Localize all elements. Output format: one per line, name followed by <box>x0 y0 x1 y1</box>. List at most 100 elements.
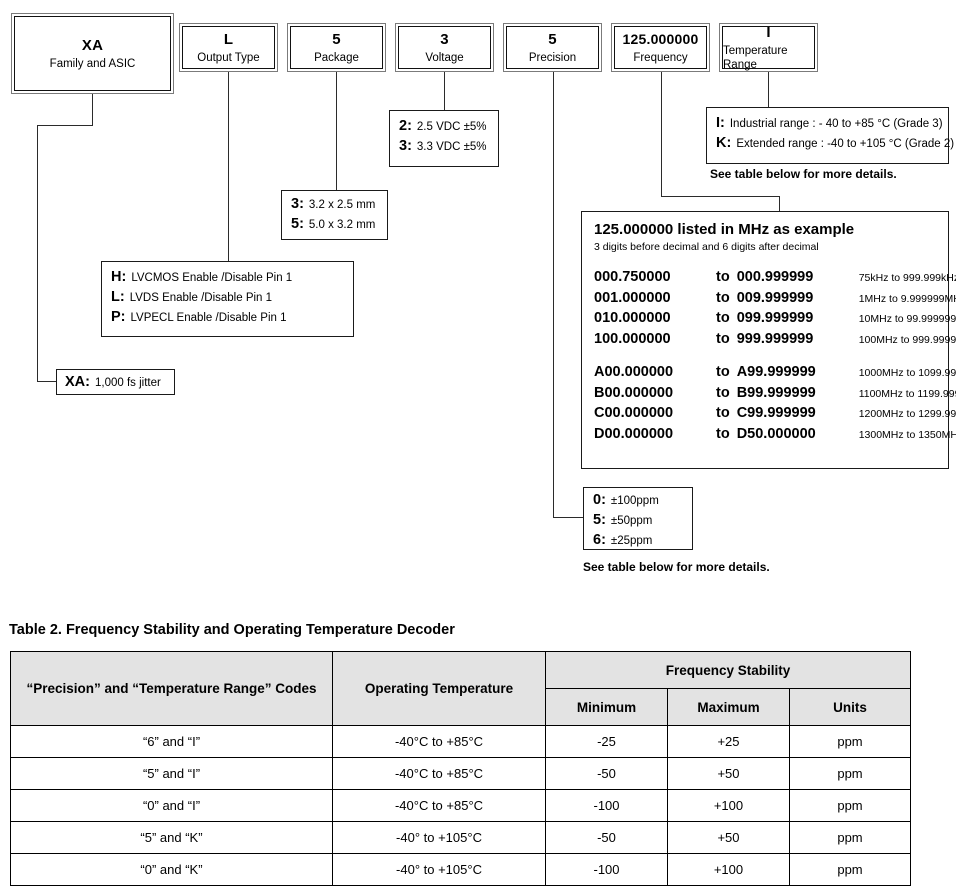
frequency-range-from: D00.000000 <box>594 425 674 442</box>
frequency-range-note: 75kHz to 999.999kHz <box>858 272 956 284</box>
callout-output-type-key: L: <box>111 289 125 305</box>
frequency-range-to: A99.999999 <box>736 364 816 380</box>
frequency-range-to-word: to <box>716 384 730 401</box>
table-cell-temperature: -40° to +105°C <box>332 821 546 854</box>
frequency-range-note: 10MHz to 99.999999MHz <box>858 313 956 325</box>
table-cell-maximum: +50 <box>667 821 790 854</box>
frequency-range-to-word: to <box>716 425 730 442</box>
callout-family-key: XA: <box>65 374 90 390</box>
code-box-package-label: Package <box>314 51 359 64</box>
callout-output-type-row: L: LVDS Enable /Disable Pin 1 <box>111 288 344 308</box>
table-header-frequency-stability: Frequency Stability <box>545 651 911 689</box>
frequency-range-note: 1000MHz to 1099.999MHz <box>858 367 956 379</box>
code-box-output-type-label: Output Type <box>197 51 260 64</box>
callout-voltage-value: 3.3 VDC ±5% <box>416 141 487 153</box>
callout-output-type-row: P: LVPECL Enable /Disable Pin 1 <box>111 308 344 328</box>
callout-family: XA: 1,000 fs jitter <box>56 369 175 395</box>
callout-temperature-row: K: Extended range : -40 to +105 °C (Grad… <box>716 134 954 154</box>
callout-voltage: 2: 2.5 VDC ±5% 3: 3.3 VDC ±5% <box>389 110 499 167</box>
code-box-temperature-range-label: Temperature Range <box>723 44 788 71</box>
table-cell-units: ppm <box>789 821 911 854</box>
callout-precision-row: 0: ±100ppm <box>593 491 683 511</box>
code-box-output-type-code: L <box>223 30 234 48</box>
callout-package-key: 5: <box>291 216 304 232</box>
table-header-row-2: Minimum Maximum Units <box>11 688 911 726</box>
callout-precision-value: ±50ppm <box>610 515 653 527</box>
callout-output-type-value: LVPECL Enable /Disable Pin 1 <box>130 312 287 324</box>
code-box-precision-code: 5 <box>548 30 557 48</box>
callout-package-value: 3.2 x 2.5 mm <box>308 199 376 211</box>
callout-voltage-key: 2: <box>399 118 412 134</box>
table-row: “5” and “I” -40°C to +85°C -50 +50 ppm <box>10 757 911 790</box>
table-cell-codes: “6” and “I” <box>10 725 333 758</box>
frequency-range-row: 010.000000 to 099.999999 10MHz to 99.999… <box>594 309 956 330</box>
table-cell-temperature: -40° to +105°C <box>332 853 546 886</box>
callout-output-type-row: H: LVCMOS Enable /Disable Pin 1 <box>111 268 344 288</box>
callout-output-type-key: H: <box>111 269 127 285</box>
frequency-range-note: 1200MHz to 1299.999MHz <box>858 408 956 420</box>
code-box-precision-label: Precision <box>528 51 577 64</box>
code-box-package-code: 5 <box>332 30 341 48</box>
frequency-range-to-word: to <box>716 405 730 421</box>
table-cell-minimum: -100 <box>545 853 668 886</box>
frequency-range-row: 100.000000 to 999.999999 100MHz to 999.9… <box>594 330 956 351</box>
connector-family-h2 <box>37 381 57 383</box>
callout-frequency-title: 125.000000 listed in MHz as example <box>594 221 855 238</box>
table-cell-codes: “5” and “K” <box>10 821 333 854</box>
note-temperature-see-table: See table below for more details. <box>710 167 897 181</box>
table-cell-minimum: -100 <box>545 789 668 822</box>
frequency-range-from: 001.000000 <box>594 289 671 306</box>
frequency-range-to: C99.999999 <box>736 405 816 421</box>
frequency-range-to: 099.999999 <box>736 310 814 326</box>
callout-package-row: 3: 3.2 x 2.5 mm <box>291 195 378 215</box>
connector-family-h1 <box>37 125 93 127</box>
table-header-codes: “Precision” and “Temperature Range” Code… <box>10 651 333 726</box>
frequency-range-from: 100.000000 <box>594 330 671 347</box>
callout-precision-key: 5: <box>593 512 606 528</box>
table-row: “0” and “I” -40°C to +85°C -100 +100 ppm <box>10 789 911 822</box>
callout-precision-value: ±25ppm <box>610 535 653 547</box>
table-title: Table 2. Frequency Stability and Operati… <box>9 622 455 638</box>
callout-precision-key: 0: <box>593 492 606 508</box>
frequency-range-row: C00.000000 to C99.999999 1200MHz to 1299… <box>594 404 956 425</box>
connector-temperature-range <box>768 72 770 108</box>
code-box-family: XA Family and ASIC <box>11 13 174 94</box>
frequency-range-to-word: to <box>716 330 730 347</box>
frequency-range-from: C00.000000 <box>594 405 674 421</box>
connector-family-v2 <box>37 125 39 382</box>
callout-package-row: 5: 5.0 x 3.2 mm <box>291 215 378 235</box>
connector-precision-v <box>553 72 555 518</box>
callout-family-row: XA: 1,000 fs jitter <box>65 372 166 393</box>
frequency-range-to-word: to <box>716 269 730 285</box>
frequency-range-to: 999.999999 <box>736 330 814 347</box>
table-cell-units: ppm <box>789 853 911 886</box>
frequency-range-to-word: to <box>716 364 730 380</box>
callout-voltage-key: 3: <box>399 138 412 154</box>
callout-output-type-value: LVDS Enable /Disable Pin 1 <box>129 292 273 304</box>
table-cell-codes: “0” and “K” <box>10 853 333 886</box>
callout-temperature-range: I: Industrial range : - 40 to +85 °C (Gr… <box>706 107 954 164</box>
connector-family-v1 <box>92 94 94 126</box>
callout-output-type-key: P: <box>111 309 126 325</box>
callout-voltage-value: 2.5 VDC ±5% <box>416 121 487 133</box>
frequency-range-note: 1MHz to 9.999999MHz <box>858 292 956 305</box>
callout-precision: 0: ±100ppm 5: ±50ppm 6: ±25ppm <box>583 487 693 550</box>
code-box-voltage-code: 3 <box>440 30 449 48</box>
code-box-precision: 5 Precision <box>503 23 602 72</box>
table-cell-units: ppm <box>789 757 911 790</box>
table-header-minimum: Minimum <box>545 688 668 726</box>
table-row: “6” and “I” -40°C to +85°C -25 +25 ppm <box>10 725 911 758</box>
callout-family-value: 1,000 fs jitter <box>94 377 161 389</box>
code-box-output-type: L Output Type <box>179 23 278 72</box>
callout-precision-row: 5: ±50ppm <box>593 511 683 531</box>
connector-output-type <box>228 72 230 262</box>
frequency-range-row: 000.750000 to 000.999999 75kHz to 999.99… <box>594 268 956 289</box>
table-cell-maximum: +100 <box>667 789 790 822</box>
connector-precision-h <box>553 517 584 519</box>
callout-frequency: 125.000000 listed in MHz as example 3 di… <box>581 211 956 469</box>
table-cell-temperature: -40°C to +85°C <box>332 757 546 790</box>
frequency-range-note: 1300MHz to 1350MHz <box>858 428 956 441</box>
frequency-range-from: 000.750000 <box>594 269 671 285</box>
frequency-range-note: 100MHz to 999.999999MHz <box>858 333 956 346</box>
